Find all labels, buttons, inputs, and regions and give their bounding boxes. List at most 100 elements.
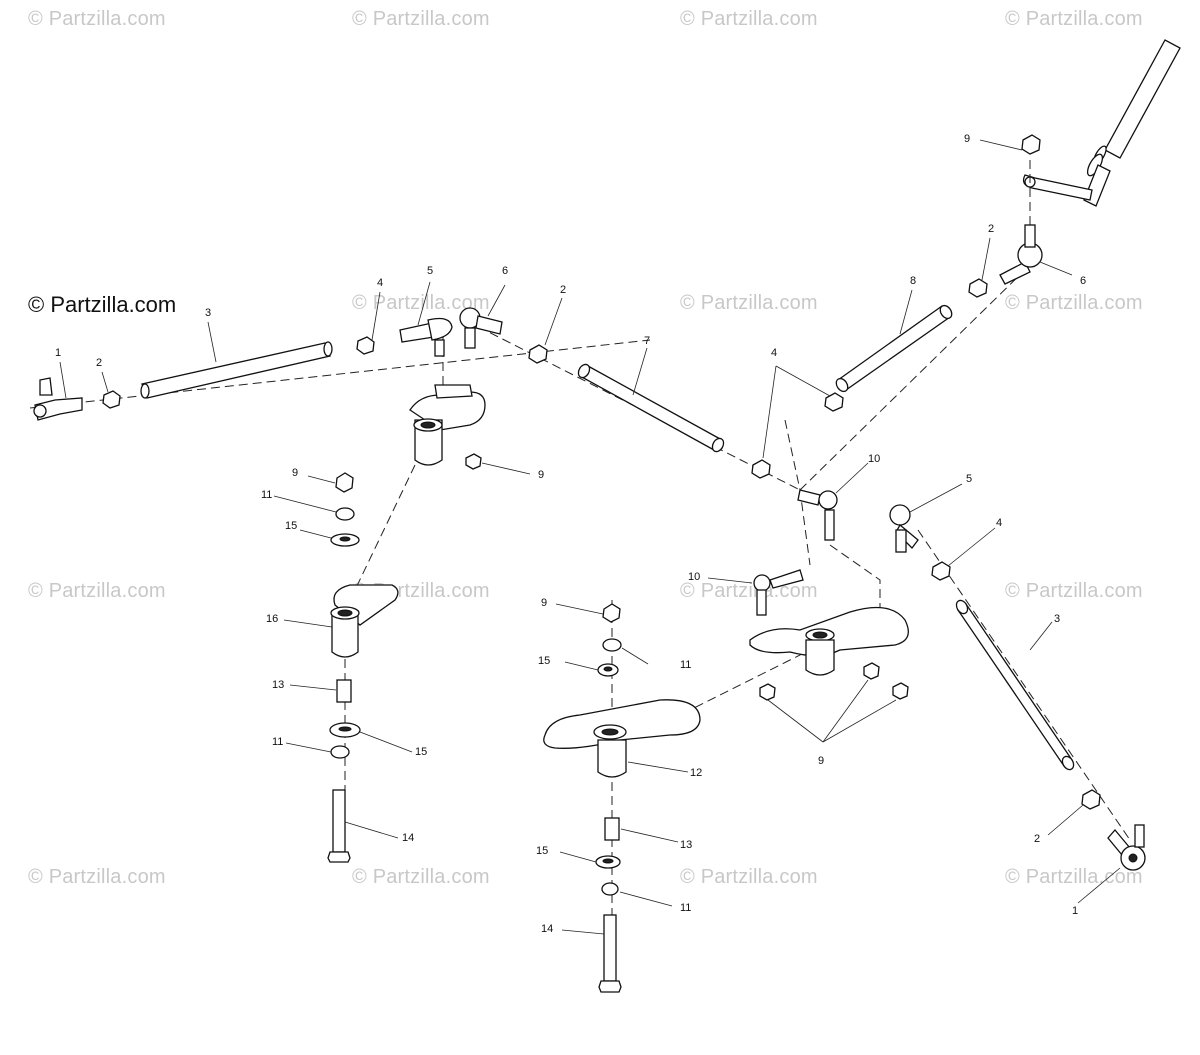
- tie-rod-end-10: [797, 489, 838, 541]
- tie-rod-end-right-lower: [1107, 824, 1146, 871]
- watermark: © Partzilla.com: [1005, 292, 1143, 314]
- callout: 16: [266, 613, 279, 625]
- watermark: © Partzilla.com: [1005, 8, 1143, 30]
- callout: 9: [541, 597, 548, 609]
- callout: 10: [688, 571, 701, 583]
- callout: 13: [272, 679, 285, 691]
- washer: [595, 855, 621, 869]
- assembly-line: [829, 544, 881, 610]
- lock-nut: [892, 682, 909, 700]
- tie-rod-end-left: [33, 377, 83, 421]
- assembly-line: [917, 529, 1131, 841]
- tie-rod-end-center: [459, 307, 503, 349]
- watermark: © Partzilla.com: [28, 866, 166, 888]
- callout: 2: [988, 223, 995, 235]
- pivot-arm-upper: [409, 384, 486, 466]
- jam-nut: [751, 459, 771, 479]
- watermark: © Partzilla.com: [352, 866, 490, 888]
- callout: 2: [560, 284, 567, 296]
- tie-rod-center: [577, 363, 725, 453]
- tie-rod-end-10: [753, 569, 804, 616]
- callout: 7: [644, 335, 651, 347]
- pivot-arm-center: [543, 699, 701, 778]
- callout: 15: [285, 520, 298, 532]
- callout: 11: [680, 659, 692, 671]
- tie-rod-end-right: [889, 504, 919, 553]
- main-watermark: © Partzilla.com: [28, 292, 177, 317]
- jam-nut: [931, 561, 951, 581]
- lock-nut: [602, 603, 621, 623]
- jam-nut: [102, 390, 121, 409]
- callout: 5: [427, 265, 434, 277]
- callout: 2: [1034, 833, 1041, 845]
- callout: 11: [680, 902, 692, 914]
- callout: 3: [205, 307, 212, 319]
- callout: 5: [966, 473, 973, 485]
- assembly-line: [29, 339, 651, 409]
- callout: 4: [996, 517, 1003, 529]
- watermark: © Partzilla.com: [352, 292, 490, 314]
- jam-nut: [528, 344, 548, 364]
- watermark: © Partzilla.com: [28, 580, 166, 602]
- bolt-center: [598, 914, 622, 993]
- washer: [597, 663, 619, 677]
- assembly-line: [354, 464, 416, 591]
- nut: [602, 638, 622, 652]
- spacer: [336, 679, 352, 703]
- callout: 4: [771, 347, 778, 359]
- callout: 8: [910, 275, 917, 287]
- callout: 6: [1080, 275, 1087, 287]
- callout: 9: [818, 755, 825, 767]
- watermark: © Partzilla.com: [352, 8, 490, 30]
- jam-nut: [1081, 789, 1101, 810]
- assembly-line: [669, 639, 831, 721]
- callout: 11: [261, 489, 273, 501]
- callout: 14: [541, 923, 554, 935]
- callout: 3: [1054, 613, 1061, 625]
- steering-column: [1022, 39, 1181, 207]
- callout: 15: [536, 845, 549, 857]
- nut: [330, 745, 350, 759]
- lock-nut: [465, 453, 482, 470]
- lock-nut: [1021, 134, 1041, 155]
- tie-rod-upper-right: [835, 304, 953, 393]
- bolt-left: [327, 789, 351, 863]
- callout: 1: [55, 347, 62, 359]
- watermark: © Partzilla.com: [680, 866, 818, 888]
- callout: 9: [292, 467, 299, 479]
- tie-rod-end-upper-right: [999, 224, 1043, 285]
- watermark: © Partzilla.com: [680, 292, 818, 314]
- watermark: © Partzilla.com: [680, 8, 818, 30]
- callout: 4: [377, 277, 384, 289]
- callout: 12: [690, 767, 703, 779]
- callout: 15: [415, 746, 428, 758]
- callout: 2: [96, 357, 103, 369]
- callout: 11: [272, 736, 284, 748]
- tie-rod-end-center: [399, 317, 453, 357]
- leader-lines: [59, 139, 1121, 935]
- lock-nut: [335, 472, 354, 493]
- lock-nut: [863, 662, 880, 680]
- lock-nut: [759, 683, 776, 701]
- spacer: [604, 817, 620, 841]
- callout: 14: [402, 832, 415, 844]
- nut: [335, 507, 355, 521]
- callout: 15: [538, 655, 551, 667]
- tie-rod-left: [140, 341, 333, 399]
- jam-nut: [824, 392, 844, 412]
- callout: 9: [538, 469, 545, 481]
- tie-rod-right: [955, 599, 1075, 771]
- callout: 10: [868, 453, 881, 465]
- jam-nut: [968, 278, 988, 298]
- washer: [330, 533, 360, 547]
- pivot-arm-left: [330, 584, 399, 658]
- callout: 6: [502, 265, 509, 277]
- watermark: © Partzilla.com: [1005, 580, 1143, 602]
- callout: 9: [964, 133, 971, 145]
- callout: 1: [1072, 905, 1079, 917]
- nut: [601, 882, 619, 896]
- watermark: © Partzilla.com: [1005, 866, 1143, 888]
- watermark: © Partzilla.com: [28, 8, 166, 30]
